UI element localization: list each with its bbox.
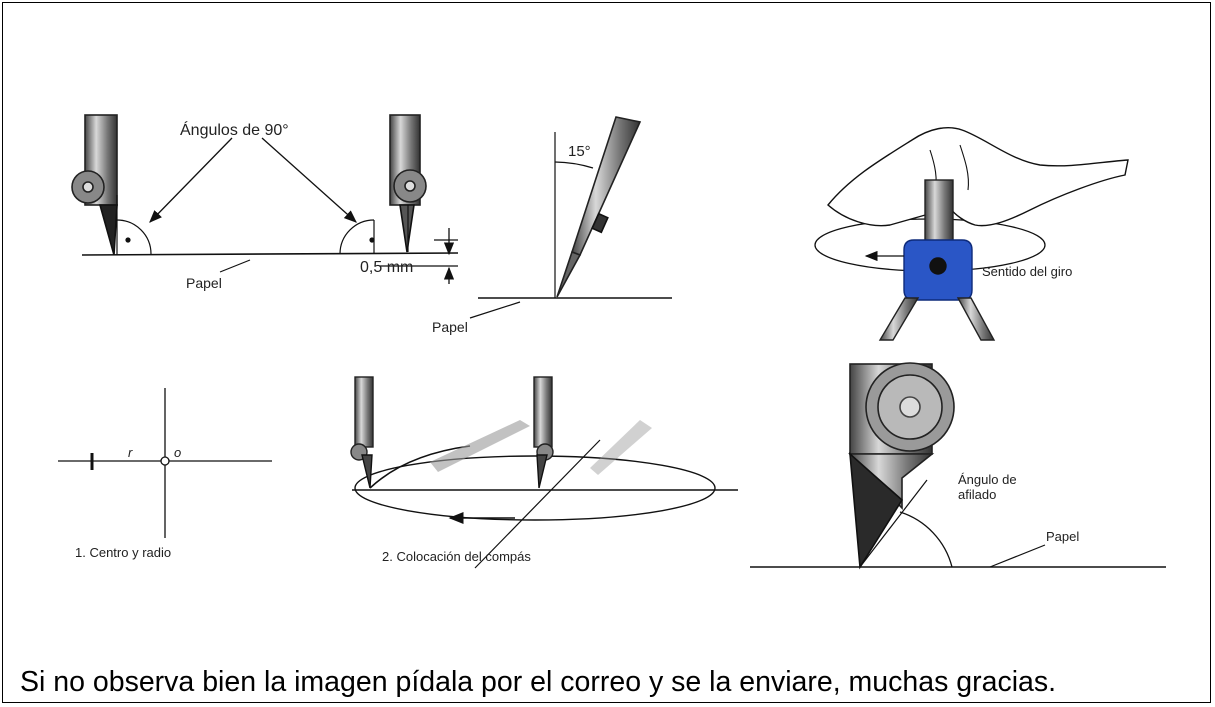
label-fifteen-degrees: 15° <box>568 143 591 160</box>
label-half-millimeter: 0,5 mm <box>360 259 414 276</box>
label-center: o <box>174 445 182 460</box>
panel-compass-placement <box>350 376 738 569</box>
label-paper-1: Papel <box>186 275 222 291</box>
label-paper-2: Papel <box>432 319 468 335</box>
label-rotation-direction: Sentido del giro <box>982 264 1073 279</box>
panel-right-angles <box>71 114 459 284</box>
panel-sharpening-angle <box>750 362 1166 570</box>
panel-center-radius <box>58 388 272 538</box>
label-sharpening-angle: Ángulo de afilado <box>958 472 1017 502</box>
caption-text: Si no observa bien la imagen pídala por … <box>20 666 1057 698</box>
label-right-angles: Ángulos de 90° <box>180 122 289 139</box>
panel-fifteen-degrees <box>469 116 672 319</box>
label-compass-placement: 2. Colocación del compás <box>382 549 531 564</box>
label-paper-3: Papel <box>1046 529 1080 544</box>
label-radius: r <box>128 445 133 460</box>
label-center-and-radius: 1. Centro y radio <box>75 545 172 560</box>
panel-rotation-direction <box>814 127 1129 341</box>
